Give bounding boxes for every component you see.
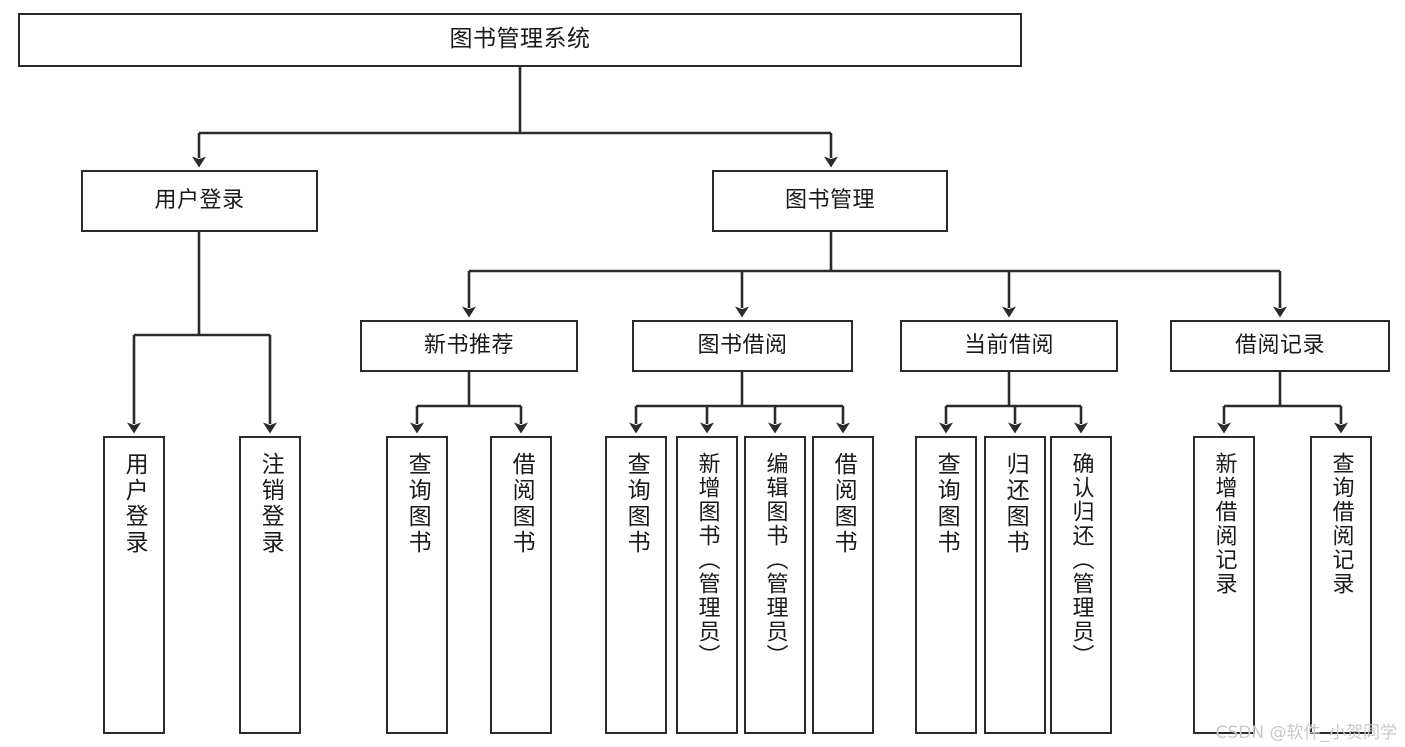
node-label: 借阅图书 [830, 452, 857, 556]
leaf-borrow-book-new[interactable]: 借阅图书 [490, 436, 552, 734]
node-label: 查询图书 [404, 452, 431, 556]
leaf-borrow-book[interactable]: 借阅图书 [812, 436, 874, 734]
leaf-add-book-admin[interactable]: 新增图书（管理员） [676, 436, 738, 734]
leaf-confirm-return-admin[interactable]: 确认归还（管理员） [1050, 436, 1112, 734]
node-label: 查询借阅记录 [1328, 452, 1354, 596]
leaf-query-book-current[interactable]: 查询图书 [915, 436, 977, 734]
node-label: 新书推荐 [423, 332, 514, 358]
node-label: 当前借阅 [963, 332, 1054, 358]
leaf-query-book-new[interactable]: 查询图书 [386, 436, 448, 734]
node-label: 用户登录 [121, 452, 148, 556]
node-book-management[interactable]: 图书管理 [712, 170, 948, 232]
node-user-login[interactable]: 用户登录 [81, 170, 318, 232]
node-label: 借阅图书 [508, 452, 535, 556]
node-label: 注销登录 [257, 452, 284, 556]
node-root-system[interactable]: 图书管理系统 [18, 13, 1022, 67]
leaf-user-login[interactable]: 用户登录 [103, 436, 165, 734]
node-book-borrow[interactable]: 图书借阅 [632, 320, 853, 372]
node-label: 图书管理 [784, 187, 875, 213]
leaf-return-book[interactable]: 归还图书 [984, 436, 1046, 734]
node-label: 归还图书 [1002, 452, 1029, 556]
leaf-edit-book-admin[interactable]: 编辑图书（管理员） [744, 436, 806, 734]
node-label: 新增图书（管理员） [694, 452, 720, 668]
node-borrow-record[interactable]: 借阅记录 [1170, 320, 1390, 372]
node-label: 编辑图书（管理员） [762, 452, 788, 668]
node-current-borrow[interactable]: 当前借阅 [900, 320, 1118, 372]
node-label: 图书借阅 [697, 332, 788, 358]
node-new-book-recommend[interactable]: 新书推荐 [360, 320, 578, 372]
node-label: 查询图书 [933, 452, 960, 556]
node-label: 用户登录 [154, 187, 245, 213]
node-label: 查询图书 [623, 452, 650, 556]
leaf-user-logout[interactable]: 注销登录 [239, 436, 301, 734]
leaf-query-book-borrow[interactable]: 查询图书 [605, 436, 667, 734]
node-label: 图书管理系统 [449, 26, 591, 53]
leaf-query-borrow-record[interactable]: 查询借阅记录 [1310, 436, 1372, 734]
node-label: 新增借阅记录 [1211, 452, 1237, 596]
watermark: CSDN @软件_小贺同学 [1215, 723, 1397, 743]
node-label: 借阅记录 [1234, 332, 1325, 358]
leaf-add-borrow-record[interactable]: 新增借阅记录 [1193, 436, 1255, 734]
node-label: 确认归还（管理员） [1068, 452, 1094, 668]
